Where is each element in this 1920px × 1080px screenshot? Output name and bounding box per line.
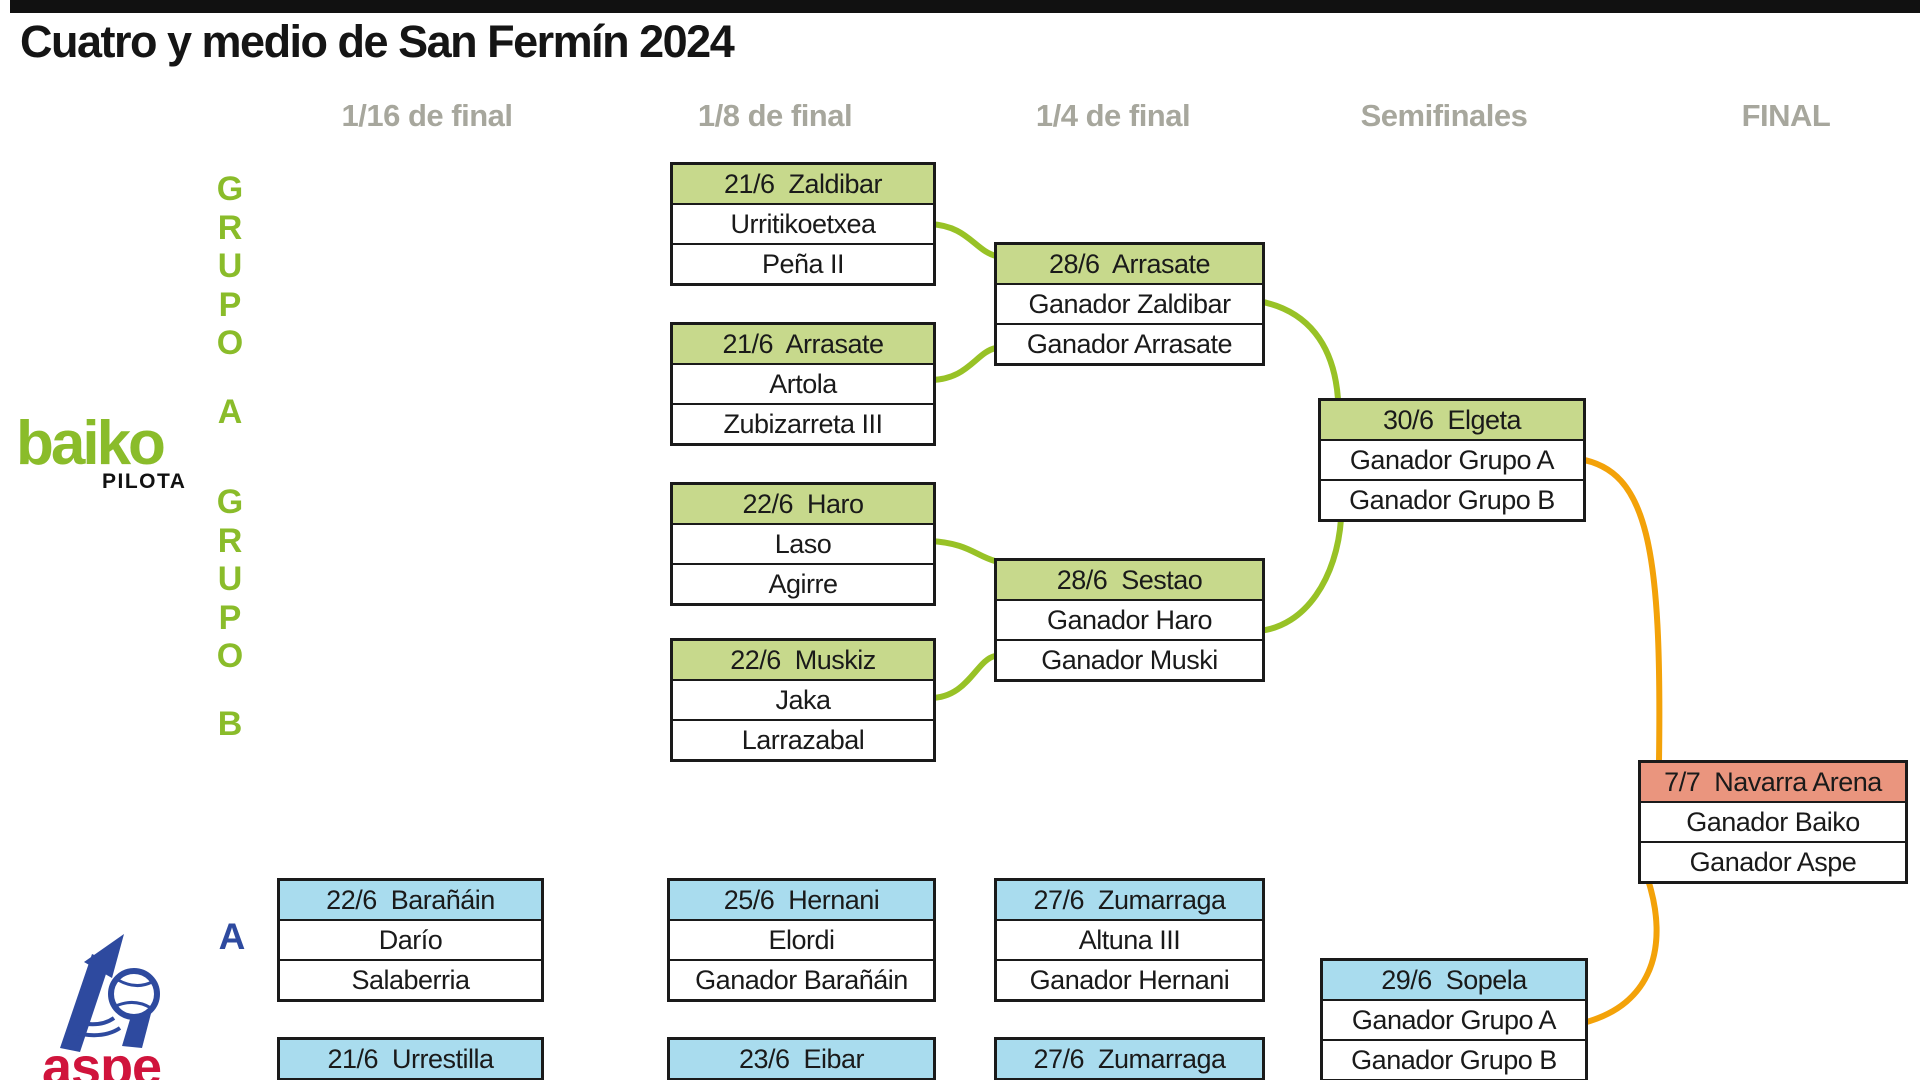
group-letter-baiko-a: A [217, 393, 243, 431]
match-zumarraga-1: 27/6 Zumarraga Altuna III Ganador Hernan… [994, 878, 1265, 1002]
match-player: Jaka [673, 681, 933, 719]
match-player: Agirre [673, 563, 933, 603]
match-haro: 22/6 Haro Laso Agirre [670, 482, 936, 606]
match-header: 29/6 Sopela [1323, 961, 1585, 1001]
match-player: Altuna III [997, 921, 1262, 959]
connector-muskiz-to-sestao [927, 653, 998, 701]
match-player: Elordi [670, 921, 933, 959]
match-sopela-semifinal: 29/6 Sopela Ganador Grupo A Ganador Grup… [1320, 958, 1588, 1080]
match-player: Ganador Baiko [1641, 803, 1905, 841]
match-sestao: 28/6 Sestao Ganador Haro Ganador Muski [994, 558, 1265, 682]
match-header: 22/6 Muskiz [673, 641, 933, 681]
baiko-logo-subtitle: PILOTA [102, 470, 187, 493]
match-urrestilla: 21/6 Urrestilla [277, 1037, 544, 1080]
baiko-logo: baiko [16, 409, 166, 478]
match-header: 21/6 Urrestilla [280, 1040, 541, 1080]
match-header: 7/7 Navarra Arena [1641, 763, 1905, 803]
group-label-baiko-grupo-a: GRUPO [216, 170, 244, 362]
match-player: Ganador Grupo B [1321, 479, 1583, 519]
match-header: 30/6 Elgeta [1321, 401, 1583, 441]
match-header: 21/6 Zaldibar [673, 165, 933, 205]
match-muskiz: 22/6 Muskiz Jaka Larrazabal [670, 638, 936, 762]
match-player: Larrazabal [673, 719, 933, 759]
round-header-1-8: 1/8 de final [697, 98, 853, 133]
match-hernani: 25/6 Hernani Elordi Ganador Barañáin [667, 878, 936, 1002]
top-bar [10, 0, 1920, 13]
round-header-1-16: 1/16 de final [341, 98, 513, 133]
match-player: Ganador Aspe [1641, 841, 1905, 881]
connector-zaldibar-to-qf [927, 221, 999, 259]
round-header-final: FINAL [1741, 98, 1831, 133]
connector-qf-to-elgeta [1255, 298, 1341, 402]
match-baranain: 22/6 Barañáin Darío Salaberria [277, 878, 544, 1002]
round-header-1-4: 1/4 de final [1035, 98, 1191, 133]
match-player: Ganador Muski [997, 639, 1262, 679]
match-player: Urritikoetxea [673, 205, 933, 243]
group-letter-baiko-b: B [217, 705, 243, 743]
match-player: Ganador Grupo A [1321, 441, 1583, 479]
match-player: Salaberria [280, 959, 541, 999]
match-player: Ganador Haro [997, 601, 1262, 639]
match-header: 28/6 Arrasate [997, 245, 1262, 285]
match-arrasate-18: 21/6 Arrasate Artola Zubizarreta III [670, 322, 936, 446]
match-eibar: 23/6 Eibar [667, 1037, 936, 1080]
connector-haro-to-sestao [927, 538, 998, 564]
match-header: 27/6 Zumarraga [997, 881, 1262, 921]
match-player: Artola [673, 365, 933, 403]
match-player: Ganador Grupo B [1323, 1039, 1585, 1079]
connector-arrasate8-to-qf [927, 345, 999, 383]
match-arrasate-14: 28/6 Arrasate Ganador Zaldibar Ganador A… [994, 242, 1265, 366]
page-title: Cuatro y medio de San Fermín 2024 [20, 16, 735, 67]
round-header-semis: Semifinales [1360, 98, 1528, 133]
match-header: 27/6 Zumarraga [997, 1040, 1262, 1080]
match-player: Ganador Barañáin [670, 959, 933, 999]
match-final-navarra-arena: 7/7 Navarra Arena Ganador Baiko Ganador … [1638, 760, 1908, 884]
match-elgeta-semifinal: 30/6 Elgeta Ganador Grupo A Ganador Grup… [1318, 398, 1586, 522]
match-header: 21/6 Arrasate [673, 325, 933, 365]
match-player: Ganador Zaldibar [997, 285, 1262, 323]
match-zumarraga-2: 27/6 Zumarraga [994, 1037, 1265, 1080]
match-header: 23/6 Eibar [670, 1040, 933, 1080]
match-player: Darío [280, 921, 541, 959]
match-player: Laso [673, 525, 933, 563]
group-label-baiko-grupo-b: GRUPO [216, 483, 244, 675]
connector-sestao-to-elgeta [1255, 516, 1344, 634]
match-player: Ganador Arrasate [997, 323, 1262, 363]
match-player: Ganador Hernani [997, 959, 1262, 999]
aspe-logo-icon [60, 934, 160, 1052]
match-zaldibar: 21/6 Zaldibar Urritikoetxea Peña II [670, 162, 936, 286]
match-header: 22/6 Barañáin [280, 881, 541, 921]
connector-elgeta-to-final [1576, 456, 1663, 764]
connector-sopela-to-final [1580, 880, 1660, 1026]
match-header: 22/6 Haro [673, 485, 933, 525]
match-player: Zubizarreta III [673, 403, 933, 443]
match-header: 28/6 Sestao [997, 561, 1262, 601]
match-player: Ganador Grupo A [1323, 1001, 1585, 1039]
match-header: 25/6 Hernani [670, 881, 933, 921]
group-letter-aspe-a: A [218, 916, 246, 957]
match-player: Peña II [673, 243, 933, 283]
